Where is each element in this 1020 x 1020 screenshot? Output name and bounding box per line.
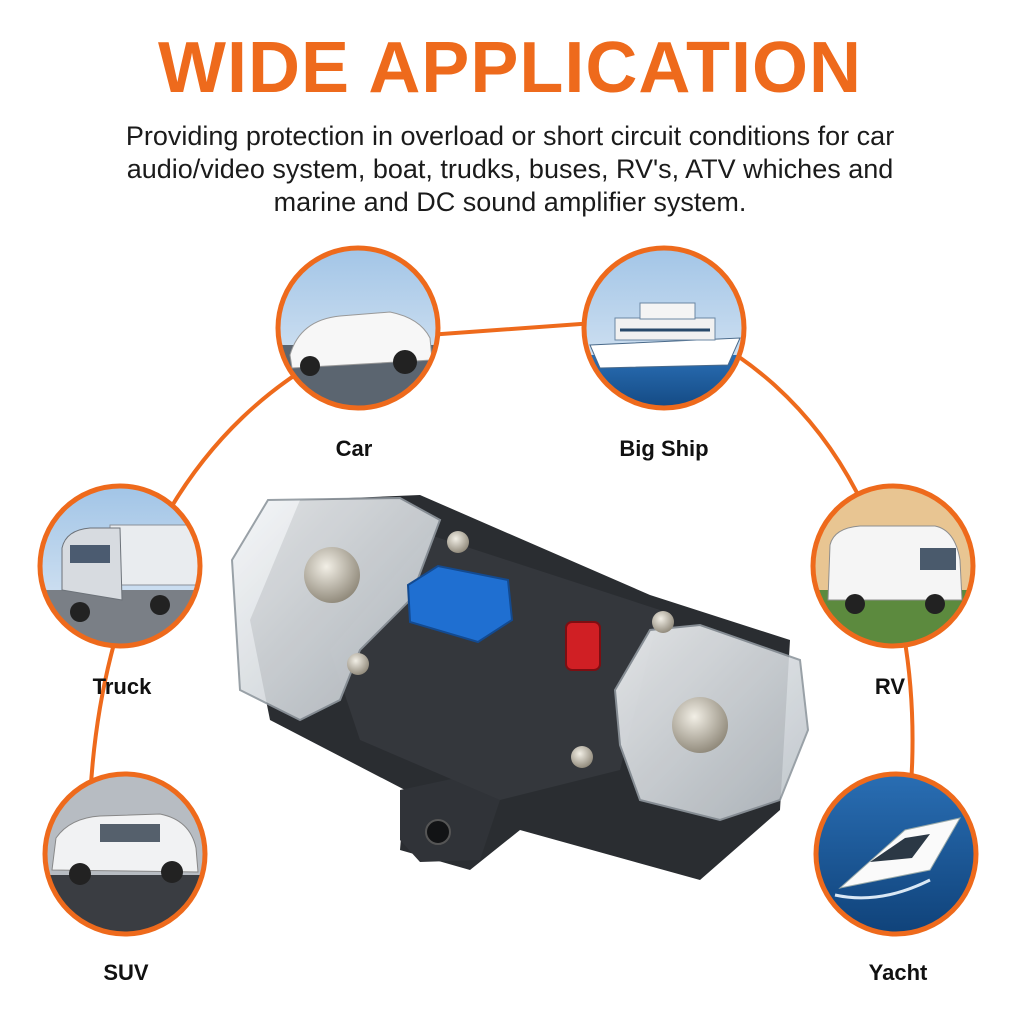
circuit-breaker-photo: [230, 495, 810, 880]
car-photo: [275, 245, 441, 411]
description: Providing protection in overload or shor…: [60, 120, 960, 219]
description-line: Providing protection in overload or shor…: [125, 121, 895, 151]
truck-photo: [37, 483, 203, 649]
label-rv: RV: [874, 674, 906, 699]
label-big-ship: Big Ship: [619, 436, 709, 461]
label-suv: SUV: [103, 960, 149, 985]
label-car: Car: [335, 436, 373, 461]
yacht-photo: [813, 771, 979, 937]
label-yacht: Yacht: [868, 960, 928, 985]
label-truck: Truck: [92, 674, 152, 699]
description-line: marine and DC sound amplifier system.: [273, 187, 747, 217]
rv-photo: [810, 483, 976, 649]
suv-photo: [42, 771, 208, 937]
ship-photo: [581, 245, 747, 411]
page-title: WIDE APPLICATION: [158, 28, 862, 108]
description-line: audio/video system, boat, trudks, buses,…: [126, 154, 894, 184]
